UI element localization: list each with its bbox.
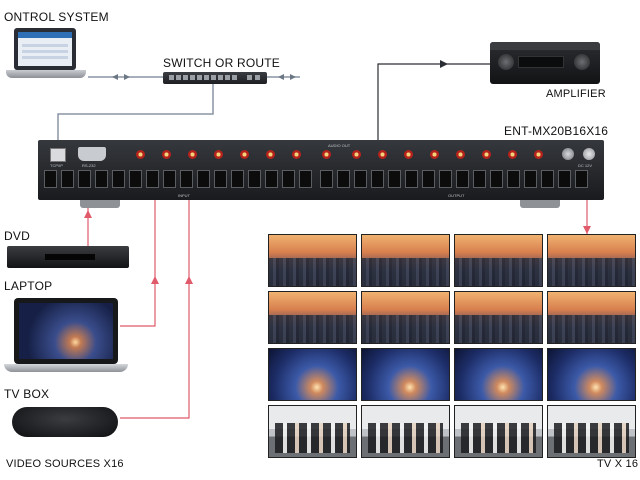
dvd-player-icon [7,246,129,268]
tv-screen [361,291,450,344]
dvd-label: DVD [4,229,30,243]
laptop-base [4,364,128,372]
tv-screen [454,291,543,344]
network-switch-icon [163,72,267,84]
control-system-label: ONTROL SYSTEM [4,10,109,24]
tv-screen [547,291,636,344]
output-label: OUTPUT [448,193,465,198]
double-arrow-icon [290,74,296,80]
arrow-icon [84,210,92,218]
laptop-base [6,70,86,78]
tv-screen [361,348,450,401]
tv-box-icon [12,407,118,437]
matrix-foot [80,200,120,208]
arrow-icon [151,276,159,284]
dc-label: DC 12V [578,163,593,168]
tv-count-label: TV X 16 [597,458,639,470]
tv-screen [454,348,543,401]
switch-label: SWITCH OR ROUTE [163,56,280,70]
tv-screen [547,405,636,458]
tv-screen [547,348,636,401]
rs232-port-icon [78,147,106,161]
model-label: ENT-MX20B16X16 [504,124,609,138]
input-label: INPUT [178,193,190,198]
double-arrow-icon [278,74,284,80]
laptop-screen [14,28,76,70]
amplifier-icon [490,42,600,84]
matrix-switcher: TCP/IP RS-232 AUDIO OUT INPUT OUTPUT DC … [38,140,604,200]
ir-port-icon [562,148,574,160]
arrow-icon [583,226,591,234]
tcp-label: TCP/IP [50,163,63,168]
tv-screen [268,234,357,287]
tv-screen [268,348,357,401]
video-sources-label: VIDEO SOURCES X16 [6,458,124,470]
laptop-label: LAPTOP [4,279,53,293]
arrow-icon [440,60,448,68]
network-port-icon [50,148,66,162]
audio-link-line [377,63,490,150]
tv-screen [361,405,450,458]
signal-link-line [120,196,190,419]
network-link-line [57,84,214,150]
audio-out-label: AUDIO OUT [328,143,351,148]
double-arrow-icon [124,74,130,80]
tv-screen [454,405,543,458]
tv-screen [268,291,357,344]
tv-screen [361,234,450,287]
tv-screen [454,234,543,287]
rs232-label: RS-232 [82,163,96,168]
tv-screen [268,405,357,458]
power-port-icon [583,148,595,160]
laptop-source-icon [14,298,118,364]
arrow-icon [185,276,193,284]
matrix-foot [520,200,560,208]
tv-box-label: TV BOX [4,387,50,401]
signal-link-line [120,196,156,327]
double-arrow-icon [112,74,118,80]
amplifier-label: AMPLIFIER [546,88,606,100]
tv-screen [547,234,636,287]
